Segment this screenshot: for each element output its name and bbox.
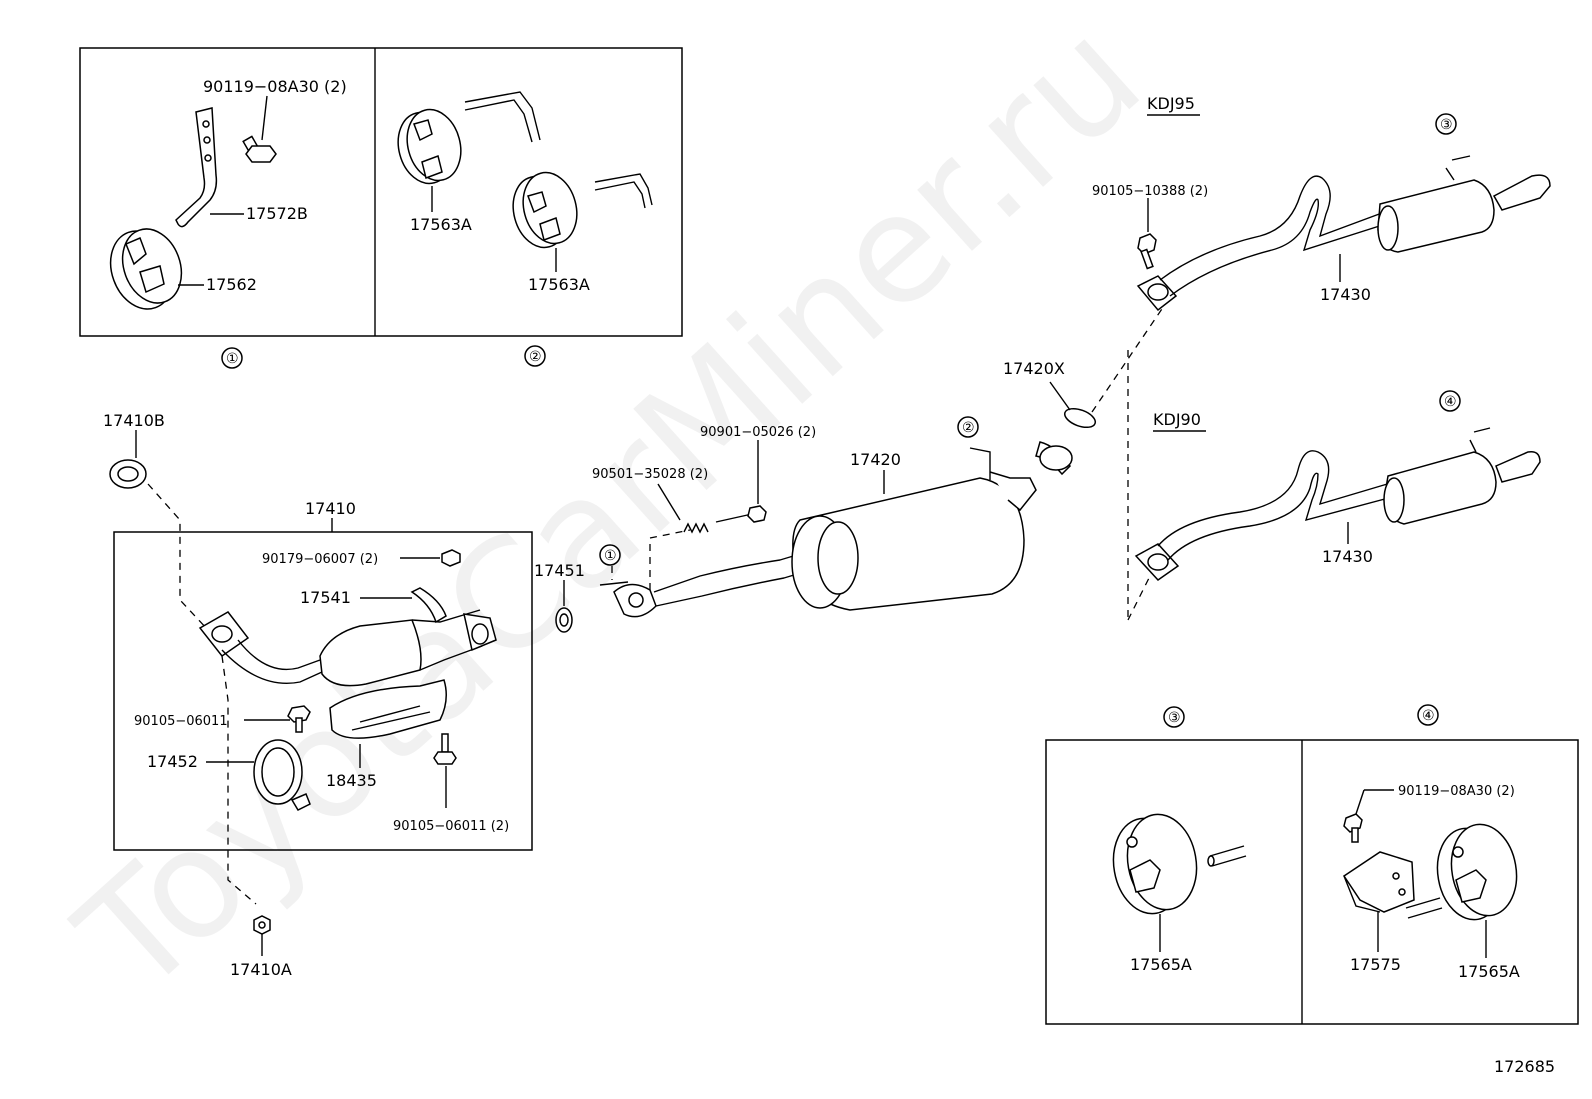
label-17565a-2: 17565A — [1458, 962, 1520, 981]
nut-icon — [253, 915, 271, 935]
heat-insulator-icon — [329, 679, 447, 739]
label-17562: 17562 — [206, 275, 257, 294]
group-marker-4: ④ — [1417, 704, 1439, 726]
group-marker-2: ② — [524, 345, 546, 367]
label-90179-06007: 90179−06007 (2) — [262, 552, 378, 567]
group-marker-3: ③ — [1163, 706, 1185, 728]
label-90105-06011-b: 90105−06011 (2) — [393, 819, 509, 834]
inset-box-3-4 — [1045, 739, 1579, 1025]
group-marker-3-ref: ③ — [1435, 113, 1457, 135]
gasket-icon — [109, 459, 147, 489]
spring-icon — [683, 522, 709, 534]
rubber-hanger-icon — [397, 108, 462, 185]
label-17541: 17541 — [300, 588, 351, 607]
label-17452: 17452 — [147, 752, 198, 771]
group-1-content: 90119−08A30 (2) 17572B 17562 — [109, 77, 347, 310]
group-marker-1-ref: ① — [599, 544, 621, 566]
svg-text:③: ③ — [1168, 710, 1181, 726]
label-17420: 17420 — [850, 450, 901, 469]
diagram-code: 172685 — [1494, 1057, 1555, 1076]
svg-text:③: ③ — [1440, 117, 1453, 133]
gasket-icon — [1063, 407, 1097, 429]
group-2-content: 17563A 17563A — [397, 91, 653, 294]
label-90119-08a30-bot: 90119−08A30 (2) — [1398, 784, 1515, 799]
clamp-ring-icon — [253, 739, 311, 811]
label-17430-a: 17430 — [1320, 285, 1371, 304]
label-17410b: 17410B — [103, 411, 165, 430]
svg-text:②: ② — [962, 420, 975, 436]
label-17410a: 17410A — [230, 960, 292, 979]
muffler-icon — [1383, 427, 1541, 525]
muffler-icon — [1377, 155, 1551, 253]
rubber-hanger-icon — [1112, 813, 1198, 915]
front-pipe-assembly-box: 17410 — [113, 499, 533, 851]
bolt-icon — [715, 505, 767, 523]
label-kdj90: KDJ90 — [1153, 410, 1201, 429]
label-17563a-1: 17563A — [410, 215, 472, 234]
svg-text:④: ④ — [1444, 394, 1457, 410]
group-marker-1: ① — [221, 347, 243, 369]
label-kdj95: KDJ95 — [1147, 94, 1195, 113]
label-17572b: 17572B — [246, 204, 308, 223]
group-marker-2-ref: ② — [957, 416, 979, 438]
gasket-icon — [555, 607, 573, 633]
label-17420x: 17420X — [1003, 359, 1065, 378]
bolt-icon — [242, 135, 277, 163]
label-17451: 17451 — [534, 561, 585, 580]
label-90105-06011-a: 90105−06011 — [134, 714, 228, 729]
label-17575: 17575 — [1350, 955, 1401, 974]
bracket-17575-icon — [1342, 851, 1415, 913]
label-17565a-1: 17565A — [1130, 955, 1192, 974]
svg-text:②: ② — [529, 349, 542, 365]
svg-text:①: ① — [226, 351, 239, 367]
label-90501-35028: 90501−35028 (2) — [592, 467, 708, 482]
rubber-hanger-icon — [109, 228, 183, 310]
bolt-icon — [1343, 813, 1363, 843]
label-90901-05026: 90901−05026 (2) — [700, 425, 816, 440]
inset-box-1-2 — [79, 47, 683, 337]
label-17430-b: 17430 — [1322, 547, 1373, 566]
svg-text:④: ④ — [1422, 708, 1435, 724]
label-17563a-2: 17563A — [528, 275, 590, 294]
label-90105-10388: 90105−10388 (2) — [1092, 184, 1208, 199]
bolt-icon — [433, 733, 457, 765]
catalytic-converter-icon — [198, 609, 497, 687]
muffler-icon — [791, 441, 1073, 611]
exhaust-pipe-icon — [613, 547, 825, 618]
label-90119-08a30-top: 90119−08A30 (2) — [203, 77, 347, 96]
exhaust-pipe-icon — [1134, 450, 1397, 581]
group-marker-4-ref: ④ — [1439, 390, 1461, 412]
rubber-hanger-icon — [512, 171, 578, 249]
nut-icon — [441, 549, 461, 567]
bolt-icon — [1137, 233, 1157, 270]
bracket-17572b-icon — [175, 107, 218, 228]
label-17410: 17410 — [305, 499, 356, 518]
exhaust-pipe-icon — [1136, 175, 1393, 312]
rubber-hanger-icon — [1436, 823, 1518, 921]
svg-text:①: ① — [604, 548, 617, 564]
label-18435: 18435 — [326, 771, 377, 790]
bolt-icon — [287, 705, 311, 733]
clamp-17541-icon — [410, 587, 447, 624]
